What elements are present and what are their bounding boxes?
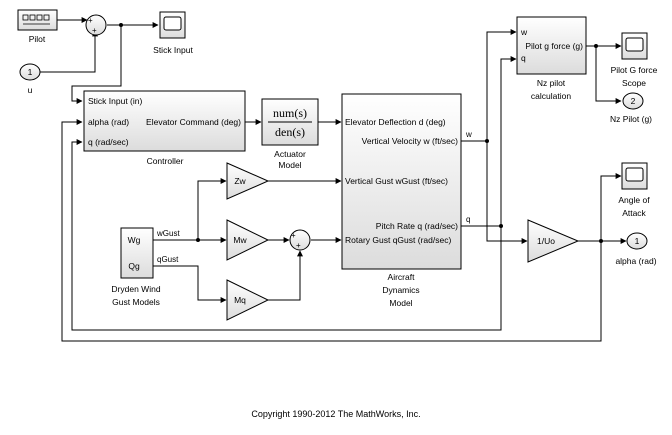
outport-alpha-label: alpha (rad) [615, 256, 656, 266]
copyright-notice: Copyright 1990-2012 The MathWorks, Inc. [251, 409, 421, 419]
outport-nz-pilot[interactable]: 2 [622, 92, 644, 110]
scope-icon [625, 167, 644, 182]
controller-out-elevator: Elevator Command (deg) [146, 117, 241, 127]
inport-u-number: 1 [28, 67, 33, 77]
controller-block[interactable]: Stick Input (in) alpha (rad) q (rad/sec)… [83, 90, 246, 152]
stick-input-scope[interactable] [159, 11, 186, 39]
outport-nz-label: Nz Pilot (g) [610, 114, 652, 124]
angle-of-attack-scope[interactable] [621, 162, 648, 190]
sum-block-2[interactable]: + + [289, 229, 311, 251]
svg-text:1/Uo: 1/Uo [537, 236, 555, 246]
signal-builder-icon [22, 14, 50, 25]
svg-text:Zw: Zw [234, 176, 246, 186]
pilot-label: Pilot [29, 34, 46, 44]
signal-label-wgust: wGust [156, 229, 180, 238]
actuator-denominator: den(s) [275, 125, 305, 139]
signal-label-qgust: qGust [157, 255, 179, 264]
nz-pilot-block[interactable]: w q Pilot g force (g) [516, 16, 587, 75]
controller-in-alpha: alpha (rad) [88, 117, 129, 127]
actuator-label-1: Actuator [274, 149, 306, 159]
aircraft-in-qgust: Rotary Gust qGust (rad/sec) [345, 235, 451, 245]
svg-text:+: + [88, 16, 93, 25]
scope-icon [625, 37, 644, 52]
aircraft-label-1: Aircraft [388, 272, 416, 282]
dryden-out-qg: Qg [128, 261, 140, 271]
aoa-scope-label-1: Angle of [618, 195, 650, 205]
pilot-block[interactable] [17, 9, 58, 31]
scope-icon [163, 16, 182, 31]
nz-out-g: Pilot g force (g) [525, 41, 583, 51]
controller-in-q: q (rad/sec) [88, 137, 129, 147]
sum-block-1[interactable]: + + [85, 14, 107, 36]
g-force-scope-label-2: Scope [622, 78, 646, 88]
nz-label-1: Nz pilot [537, 78, 566, 88]
gain-1-over-uo[interactable]: 1/Uo [527, 219, 580, 263]
signal-label-w: w [465, 130, 472, 139]
pilot-g-force-scope[interactable] [621, 32, 648, 60]
aircraft-in-wgust: Vertical Gust wGust (ft/sec) [345, 176, 448, 186]
actuator-numerator: num(s) [273, 106, 307, 120]
svg-text:+: + [92, 26, 97, 35]
dryden-label-1: Dryden Wind [111, 284, 160, 294]
stick-input-label: Stick Input [153, 45, 193, 55]
outport-alpha[interactable]: 1 [626, 232, 648, 250]
nz-in-w: w [520, 27, 528, 37]
actuator-tf-block[interactable]: num(s) den(s) [261, 98, 319, 146]
actuator-label-2: Model [278, 160, 301, 170]
aircraft-label-2: Dynamics [382, 285, 419, 295]
inport-u[interactable]: 1 [19, 63, 41, 81]
g-force-scope-label-1: Pilot G force [611, 65, 658, 75]
dryden-out-wg: Wg [128, 235, 141, 245]
aircraft-dynamics-block[interactable]: Elevator Deflection d (deg) Vertical Gus… [341, 93, 462, 270]
aircraft-label-3: Model [389, 298, 412, 308]
nz-in-q: q [521, 53, 526, 63]
signal-label-q: q [466, 215, 470, 224]
junction-dots [119, 23, 603, 243]
aircraft-out-q: Pitch Rate q (rad/sec) [376, 221, 458, 231]
aoa-scope-label-2: Attack [622, 208, 646, 218]
svg-text:+: + [291, 231, 296, 240]
svg-text:Mw: Mw [233, 235, 247, 245]
dryden-gust-block[interactable]: Wg Qg [120, 227, 154, 279]
svg-text:Mq: Mq [234, 295, 246, 305]
nz-label-2: calculation [531, 91, 571, 101]
gain-zw[interactable]: Zw [226, 162, 270, 200]
signal-lines [40, 17, 627, 342]
aircraft-out-w: Vertical Velocity w (ft/sec) [362, 136, 459, 146]
controller-in-stick: Stick Input (in) [88, 96, 142, 106]
dryden-label-2: Gust Models [112, 297, 160, 307]
inport-u-label: u [28, 85, 33, 95]
svg-text:1: 1 [635, 236, 640, 246]
gain-mq[interactable]: Mq [226, 279, 270, 321]
gain-mw[interactable]: Mw [226, 219, 270, 261]
svg-text:2: 2 [631, 96, 636, 106]
controller-label: Controller [147, 156, 184, 166]
aircraft-in-elevator: Elevator Deflection d (deg) [345, 117, 446, 127]
svg-text:+: + [296, 241, 301, 250]
